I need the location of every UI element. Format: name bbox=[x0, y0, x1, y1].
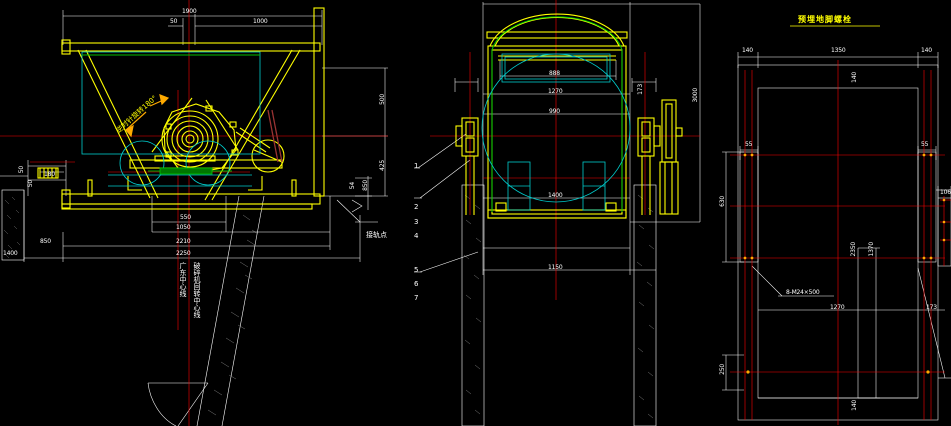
dim-right-inner-top: 140 bbox=[851, 72, 858, 83]
dim-right-bolt-gap-left: 55 bbox=[745, 141, 753, 148]
bolt-spec-label: 8-M24×500 bbox=[786, 289, 820, 296]
dim-right-top-left: 140 bbox=[742, 47, 753, 54]
dim-right-bottom-right: 173 bbox=[926, 304, 937, 311]
callout-5: 5 bbox=[414, 266, 419, 274]
dim-left-bottom-4: 2250 bbox=[176, 250, 191, 257]
dim-left-small-2: 50 bbox=[27, 180, 34, 188]
dim-left-right-upper: 500 bbox=[379, 94, 386, 105]
right-view-group bbox=[722, 25, 951, 425]
dim-right-center-vertical-1: 2350 bbox=[850, 242, 857, 257]
rail-point-label: 接轨点 bbox=[366, 231, 387, 239]
callout-3: 3 bbox=[414, 218, 419, 226]
callout-4: 4 bbox=[414, 232, 419, 240]
dim-right-bottom: 1270 bbox=[830, 304, 845, 311]
dim-mid-1: 1270 bbox=[548, 88, 563, 95]
dim-right-small: 106 bbox=[940, 189, 951, 196]
dim-mid-bottom: 1150 bbox=[548, 264, 563, 271]
dim-left-bottom-left-2: 1400 bbox=[3, 250, 18, 257]
callout-6: 6 bbox=[414, 280, 419, 288]
dim-mid-right-offset: 173 bbox=[637, 84, 644, 95]
dim-right-left-vertical: 630 bbox=[719, 196, 726, 207]
dim-left-bottom-3: 2210 bbox=[176, 238, 191, 245]
dim-right-top-right: 140 bbox=[921, 47, 932, 54]
callout-2: 2 bbox=[414, 203, 419, 211]
dim-left-right-small: 850 bbox=[362, 180, 369, 191]
dim-mid-lower: 1400 bbox=[548, 192, 563, 199]
dim-left-small-1: 50 bbox=[18, 166, 25, 174]
dim-right-center-vertical-2: 1370 bbox=[868, 242, 875, 257]
dim-right-top-center: 1350 bbox=[831, 47, 846, 54]
dim-left-bottom-2: 1050 bbox=[176, 224, 191, 231]
middle-view-group bbox=[414, 0, 701, 426]
dim-mid-inner-top: 888 bbox=[549, 70, 560, 77]
dim-mid-right-height: 3000 bbox=[692, 88, 699, 103]
callout-7: 7 bbox=[414, 294, 419, 302]
centerline-note-2: 破碎机回转中心线 bbox=[193, 262, 201, 318]
dim-left-top-right-seg: 1000 bbox=[253, 18, 268, 25]
dim-left-overall-top: 1900 bbox=[182, 8, 197, 15]
dim-left-bottom-left-1: 850 bbox=[40, 238, 51, 245]
dim-right-bottom-left-small: 250 bbox=[719, 364, 726, 375]
dim-left-small-3: 180 bbox=[44, 171, 55, 178]
dim-mid-2: 990 bbox=[549, 108, 560, 115]
dim-left-right-tiny: 54 bbox=[349, 182, 356, 190]
dim-right-bottom-inner: 140 bbox=[851, 400, 858, 411]
dim-left-top-left-seg: 50 bbox=[170, 18, 178, 25]
left-view-group bbox=[0, 0, 388, 426]
dim-left-right-lower: 425 bbox=[379, 160, 386, 171]
right-view-title: 预埋地脚螺栓 bbox=[798, 15, 852, 24]
dim-right-bolt-gap-right: 55 bbox=[921, 141, 929, 148]
dim-left-bottom-1: 550 bbox=[180, 214, 191, 221]
callout-1: 1 bbox=[414, 162, 419, 170]
centerline-note-1: 广东中心线 bbox=[179, 262, 187, 297]
